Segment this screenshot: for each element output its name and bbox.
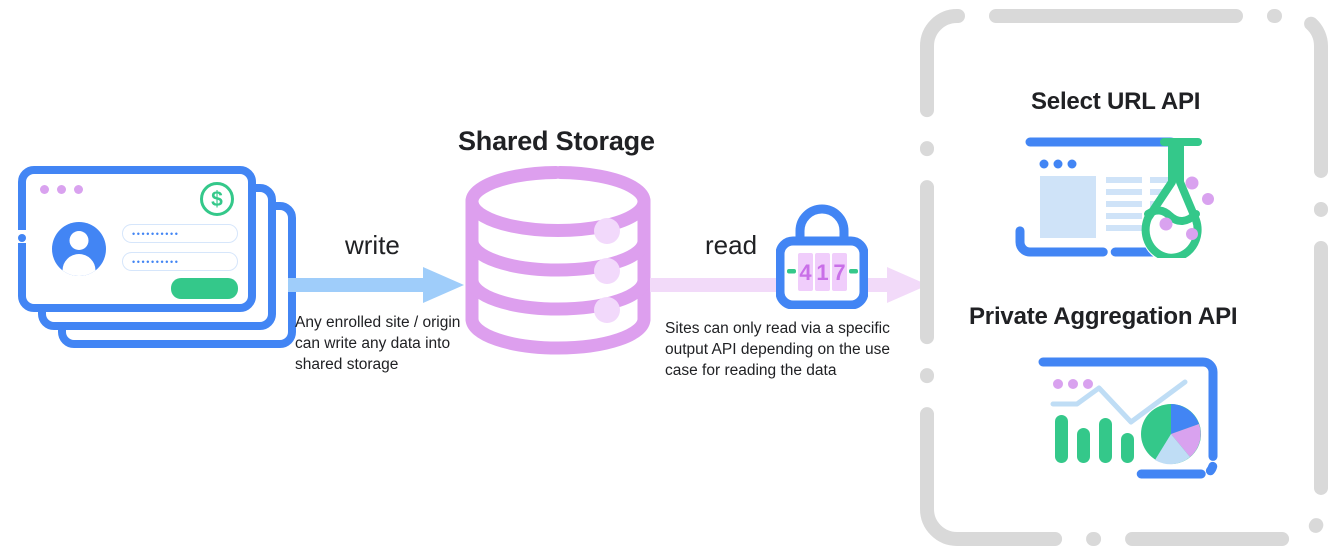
- output-apis-panel: [920, 9, 1328, 546]
- window-dot-1: [40, 185, 49, 194]
- read-label: read: [705, 230, 758, 260]
- browser-window-front: $ •••••••••• ••••••••••: [18, 166, 256, 312]
- read-caption: Sites can only read via a specific outpu…: [665, 320, 890, 379]
- source-sites-illustration: $ •••••••••• ••••••••••: [14, 166, 304, 362]
- svg-text:1: 1: [816, 260, 828, 285]
- svg-text:7: 7: [833, 260, 845, 285]
- shared-storage-title: Shared Storage: [458, 126, 655, 156]
- private-aggregation-illustration: [1028, 357, 1218, 479]
- username-field[interactable]: ••••••••••: [122, 224, 238, 243]
- padlock-icon: 4 1 7: [776, 204, 868, 309]
- window-dot-2: [57, 185, 66, 194]
- window-left-dot: [18, 234, 26, 242]
- avatar-head: [69, 231, 89, 250]
- database-cylinder-icon: [465, 166, 651, 355]
- window-traffic-lights: [40, 185, 83, 194]
- db-dot-2: [594, 258, 620, 284]
- window-dot-3: [74, 185, 83, 194]
- combination-dials: 4 1 7: [798, 253, 847, 291]
- submit-button[interactable]: [171, 278, 238, 299]
- private-aggregation-api-title: Private Aggregation API: [969, 303, 1238, 330]
- write-label: write: [345, 230, 400, 260]
- write-caption: Any enrolled site / origin can write any…: [295, 314, 461, 373]
- password-field[interactable]: ••••••••••: [122, 252, 238, 271]
- dial-dash-left: [787, 269, 796, 274]
- svg-text:4: 4: [799, 260, 812, 285]
- dial-dash-right: [849, 269, 858, 274]
- db-dot-1: [594, 218, 620, 244]
- select-url-api-title: Select URL API: [1031, 88, 1201, 115]
- pie-chart: [1141, 404, 1201, 465]
- avatar: [52, 222, 106, 276]
- db-dot-3: [594, 297, 620, 323]
- select-url-illustration: [1015, 137, 1214, 258]
- dollar-icon: $: [200, 182, 234, 216]
- write-arrow-icon: [288, 267, 464, 303]
- avatar-body: [62, 254, 96, 276]
